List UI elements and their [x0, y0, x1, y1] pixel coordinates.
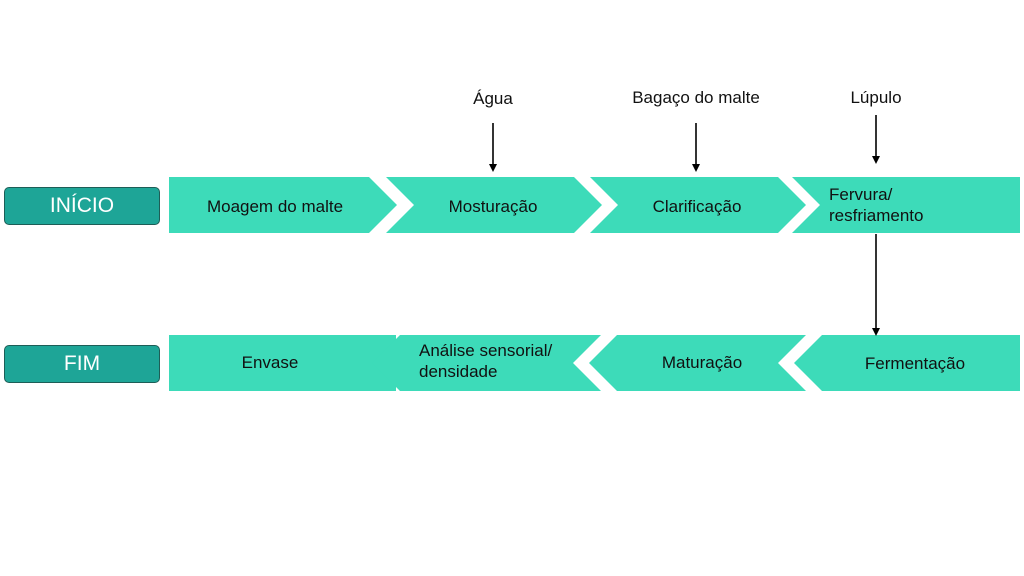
- step-label-analise: Análise sensorial/ densidade: [419, 341, 553, 381]
- step-label-fervura: Fervura/ resfriamento: [829, 185, 924, 225]
- step-chevron-mosturacao: [386, 177, 602, 233]
- step-chevron-envase: [169, 335, 396, 391]
- step-chevron-moagem: [169, 177, 397, 233]
- step-label-moagem: Moagem do malte: [206, 197, 344, 216]
- input-label-bagaco: Bagaço do malte: [632, 88, 760, 107]
- start-label: INÍCIO: [49, 194, 115, 217]
- input-label-agua: Água: [473, 89, 513, 108]
- input-label-lupulo: Lúpulo: [850, 88, 902, 107]
- step-label-maturacao: Maturação: [661, 353, 743, 372]
- step-label-mosturacao: Mosturação: [448, 197, 538, 216]
- step-chevron-fermentacao: [794, 335, 1020, 391]
- step-label-fermentacao: Fermentação: [864, 354, 966, 373]
- step-chevron-maturacao: [589, 335, 806, 391]
- end-label: FIM: [63, 352, 101, 375]
- step-label-clarificacao: Clarificação: [652, 197, 742, 216]
- step-chevron-analise: [372, 335, 601, 391]
- step-chevron-clarificacao: [590, 177, 806, 233]
- step-label-envase: Envase: [241, 353, 299, 372]
- step-chevron-fervura: [792, 177, 1020, 233]
- end-terminal: FIM: [4, 345, 160, 383]
- start-terminal: INÍCIO: [4, 187, 160, 225]
